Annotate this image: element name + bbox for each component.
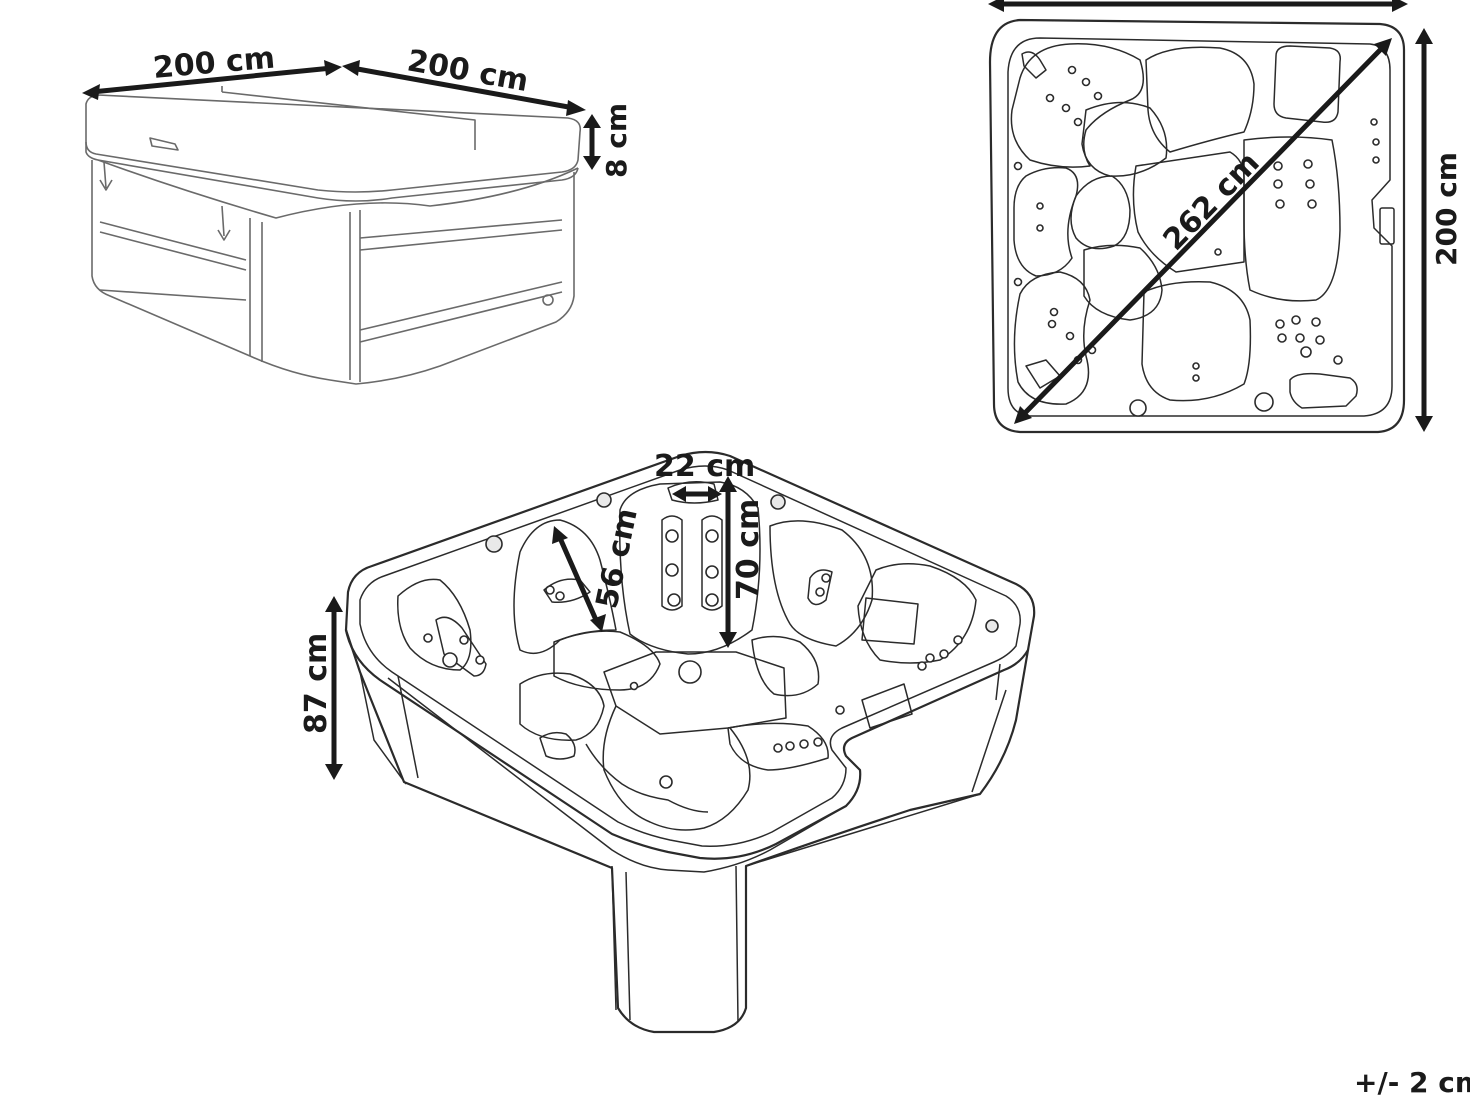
plan-diagonal-label: 262 cm <box>1157 145 1267 257</box>
cover-thickness-label: 8 cm <box>600 103 633 178</box>
tolerance-note: +/- 2 cm <box>1354 1066 1470 1099</box>
open-tub-drawing <box>344 450 1036 1034</box>
backrest-height-label: 70 cm <box>731 499 766 600</box>
plan-view-drawing <box>988 18 1406 434</box>
plan-jets <box>1013 65 1380 417</box>
cover-dimension-arrows <box>82 60 601 170</box>
tub-dimension-arrows <box>325 476 737 780</box>
plan-side-label: 200 cm <box>1430 152 1463 266</box>
tub-jets <box>423 492 999 789</box>
covered-tub-drawing <box>85 86 582 385</box>
height-label: 87 cm <box>299 633 334 734</box>
width-label: 200 cm <box>152 40 277 86</box>
plan-dimension-arrows <box>988 0 1433 432</box>
headrest-width-label: 22 cm <box>654 449 755 484</box>
seat-depth-label: 56 cm <box>590 505 645 611</box>
